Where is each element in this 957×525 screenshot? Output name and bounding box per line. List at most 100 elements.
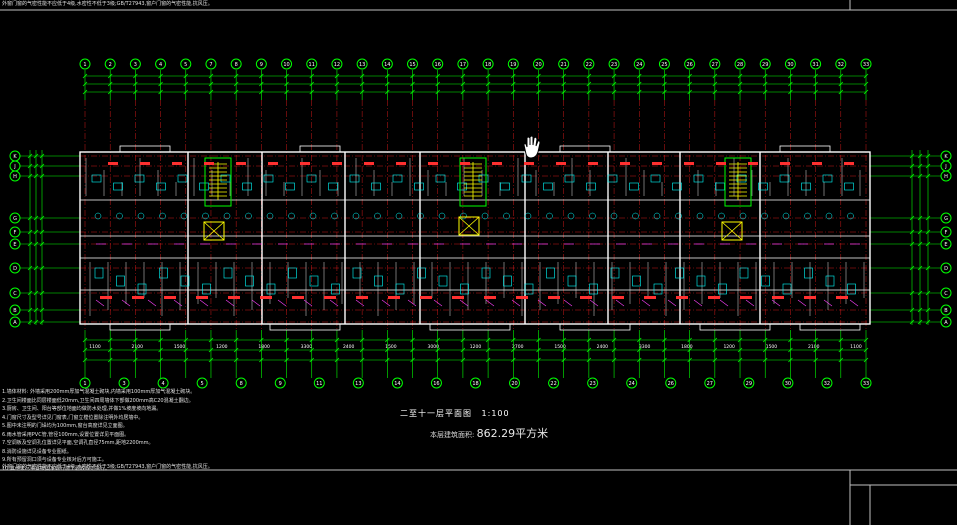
axis-label-top: 33: [863, 62, 869, 68]
axis-bubble-top: [79, 58, 91, 70]
axis-label-left: B: [13, 308, 17, 314]
pan-cursor-icon: [523, 135, 541, 159]
axis-bubble-top: [255, 58, 267, 70]
axis-label-top: 7: [209, 62, 212, 68]
axis-label-top: 5: [184, 62, 187, 68]
axis-label-top: 23: [611, 62, 617, 68]
axis-bubble-top: [709, 58, 721, 70]
axis-label-top: 17: [460, 62, 466, 68]
axis-bubble-top: [407, 58, 419, 70]
axis-bubble-top: [281, 58, 293, 70]
axis-label-top: 28: [737, 62, 743, 68]
axis-bubble-bottom: [665, 377, 677, 389]
axis-bubble-top: [104, 58, 116, 70]
axis-label-right: B: [944, 308, 948, 314]
axis-bubble-bottom: [470, 377, 481, 389]
axis-bubble-top: [784, 58, 796, 70]
axis-label-bottom: 29: [746, 381, 752, 387]
bottom-note: 外窗门窗的气密性能不应低于4级,水密性不低于3级;GB/T27943,窗户门窗的…: [2, 464, 213, 470]
axis-label-top: 27: [712, 62, 718, 68]
axis-label-bottom: 26: [668, 381, 674, 387]
note-line: 5.图中未注明的门垛均为100mm,窗台高度详见立面图。: [2, 423, 128, 429]
dimension-value: 1500: [766, 344, 778, 350]
dimension-value: 2100: [132, 344, 144, 350]
axis-bubble-bottom: [391, 377, 403, 389]
axis-bubble-top: [205, 58, 217, 70]
axis-label-top: 4: [159, 62, 162, 68]
axis-label-right: H: [944, 174, 948, 180]
axis-label-top: 20: [535, 62, 541, 68]
axis-bubble-top: [432, 58, 444, 70]
axis-label-bottom: 18: [472, 381, 478, 387]
axis-label-bottom: 24: [629, 381, 635, 387]
axis-label-left: J: [13, 164, 15, 170]
stair-core: [204, 157, 232, 207]
axis-bubble-top: [180, 58, 192, 70]
axis-bubble-top: [734, 58, 746, 70]
axis-bubble-bottom: [274, 377, 286, 389]
axis-bubble-bottom: [196, 377, 208, 389]
axis-label-right: G: [944, 216, 948, 222]
axis-bubble-top: [532, 58, 544, 70]
axis-bubble-bottom: [548, 377, 560, 389]
axis-label-left: G: [13, 216, 17, 222]
note-line: 1.墙体材料: 外墙采用200mm厚加气混凝土砌块,内墙采用100mm厚加气混凝…: [2, 389, 196, 395]
axis-bubble-top: [230, 58, 242, 70]
axis-bubble-top: [482, 58, 494, 70]
axis-bubble-bottom: [626, 377, 638, 389]
note-line: 7.空调板及空调孔位置详见平面,空调孔直径75mm,距地2200mm。: [2, 440, 154, 446]
building-plan: [79, 145, 871, 331]
axis-label-bottom: 32: [824, 381, 830, 387]
note-line: 4.门窗尺寸及型号详见门窗表,门窗立樘位置除注明外均居墙中。: [2, 414, 144, 421]
axis-bubble-top: [860, 58, 872, 70]
axis-bubble-bottom: [587, 377, 599, 389]
axis-bubble-bottom: [509, 377, 521, 389]
axis-label-left: D: [13, 266, 17, 272]
axis-label-bottom: 23: [589, 381, 595, 387]
axis-label-top: 11: [309, 62, 315, 68]
dimension-value: 3300: [639, 344, 651, 350]
dimension-value: 3300: [301, 344, 313, 350]
drawing-scale: 1:100: [481, 409, 510, 418]
dimension-value: 1100: [89, 344, 101, 350]
axis-label-left: H: [13, 174, 17, 180]
dimension-value: 2100: [808, 344, 820, 350]
axis-label-bottom: 9: [279, 381, 282, 387]
elevator-shaft: [203, 221, 225, 241]
axis-label-left: F: [14, 230, 17, 236]
axis-label-bottom: 1: [83, 381, 86, 387]
axis-label-top: 16: [435, 62, 441, 68]
axis-bubble-top: [835, 58, 847, 70]
axis-bubble-top: [810, 58, 822, 70]
axis-label-left: K: [13, 154, 17, 160]
axis-bubble-top: [381, 58, 393, 70]
axis-label-bottom: 33: [863, 381, 869, 387]
axis-bubble-top: [356, 58, 368, 70]
axis-bubble-top: [558, 58, 570, 70]
dimension-value: 2700: [512, 344, 524, 350]
drawing-title-block: 二至十一层平面图 1:100 本层建筑面积: 862.29平方米: [400, 408, 580, 441]
stair-core: [724, 157, 752, 207]
axis-label-top: 10: [283, 62, 289, 68]
axis-label-bottom: 30: [785, 381, 791, 387]
design-notes: 1.墙体材料: 外墙采用200mm厚加气混凝土砌块,内墙采用100mm厚加气混凝…: [2, 388, 195, 473]
axis-label-bottom: 3: [122, 381, 125, 387]
axis-label-bottom: 11: [316, 381, 322, 387]
axis-label-top: 3: [134, 62, 137, 68]
axis-bubble-top: [457, 58, 469, 70]
axis-bubble-bottom: [821, 377, 833, 389]
dimension-value: 1800: [681, 344, 693, 350]
dimension-value: 1500: [174, 344, 186, 350]
dimension-value: 3000: [427, 344, 439, 350]
stair-core: [459, 157, 487, 207]
axis-bubble-bottom: [235, 377, 247, 389]
axis-bubble-bottom: [157, 377, 169, 389]
drawing-title: 二至十一层平面图: [400, 409, 472, 418]
axis-label-bottom: 14: [394, 381, 400, 387]
axis-label-top: 26: [686, 62, 692, 68]
